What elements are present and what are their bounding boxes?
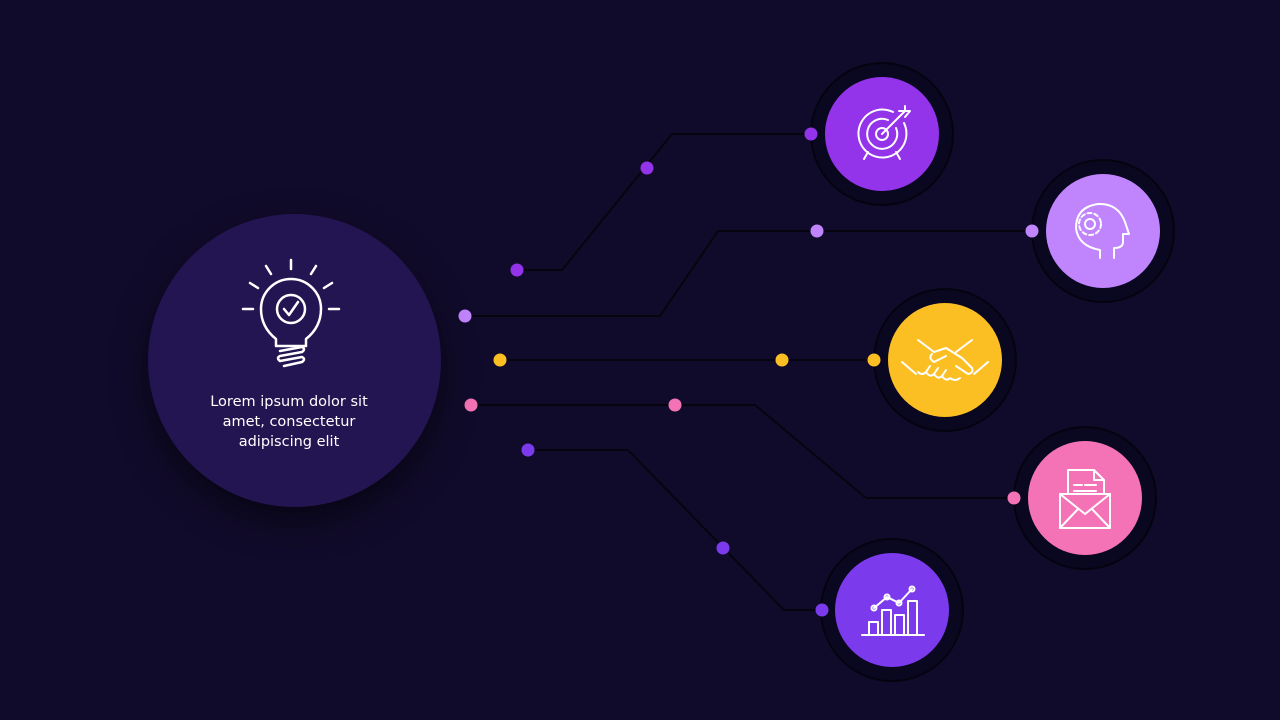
dot [804, 127, 818, 141]
hub-text-line: adipiscing elit [238, 434, 340, 450]
central-hub-circle [148, 214, 441, 507]
dot [640, 161, 654, 175]
hub-text-line: Lorem ipsum dolor sit [210, 394, 368, 410]
connector-line-mind [465, 230, 1032, 317]
dot [510, 263, 524, 277]
dot [716, 541, 730, 555]
envelope-document-icon [1059, 469, 1111, 529]
connector-line-chart [528, 449, 822, 611]
dot [1007, 491, 1021, 505]
connector-lines [465, 133, 1032, 611]
dot [668, 398, 682, 412]
node-handshake[interactable] [873, 288, 1017, 432]
dot [493, 353, 507, 367]
connector-line-mail [471, 404, 1014, 499]
lightbulb-check-icon [241, 258, 341, 368]
dot [521, 443, 535, 457]
dot [1025, 224, 1039, 238]
dot [810, 224, 824, 238]
dot [458, 309, 472, 323]
dot [775, 353, 789, 367]
dot [867, 353, 881, 367]
hub-text-line: amet, consectetur [222, 414, 356, 430]
dot [815, 603, 829, 617]
target-arrow-icon [857, 105, 911, 160]
handshake-icon [901, 339, 989, 381]
dot [464, 398, 478, 412]
head-gear-icon [1075, 202, 1130, 259]
hub-description: Lorem ipsum dolor sit amet, consectetur … [183, 392, 395, 452]
connector-dots [458, 127, 1039, 617]
connector-line-target [517, 133, 811, 271]
node-mind[interactable] [1031, 159, 1175, 303]
node-mail[interactable] [1013, 426, 1157, 570]
bar-chart-trend-icon [861, 585, 925, 636]
